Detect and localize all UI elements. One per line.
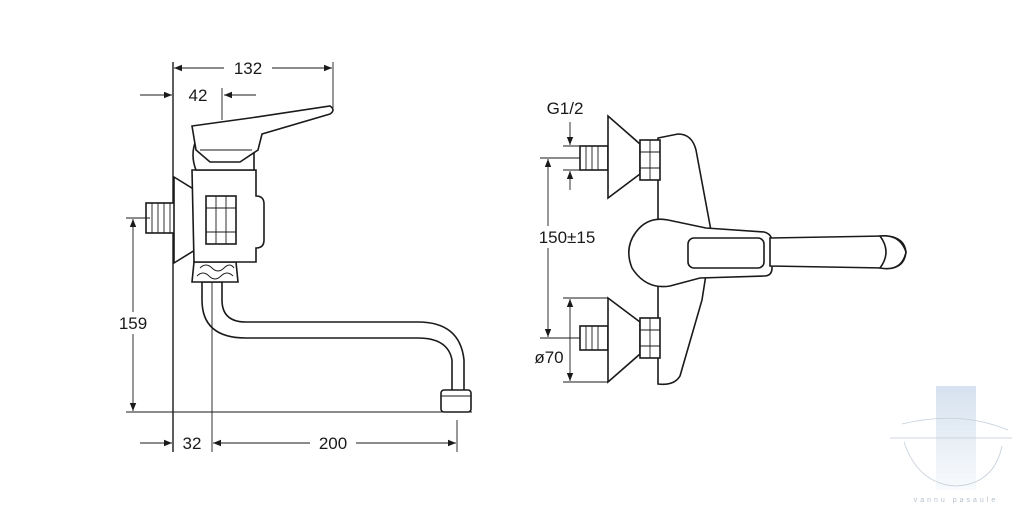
dim-wall-offset-label: 32	[183, 434, 202, 453]
lever-window	[687, 237, 765, 269]
dim-rosette-label: ø70	[534, 348, 563, 367]
dim-spout-reach-label: 200	[319, 434, 347, 453]
dim-height-label: 159	[119, 314, 147, 333]
watermark-logo: vannu pasaule	[890, 386, 1012, 504]
side-view: 132 42 159 32 200	[110, 56, 472, 454]
spout-aerator	[440, 389, 472, 413]
spout	[201, 281, 465, 393]
dim-thread-label: G1/2	[547, 99, 584, 118]
lower-rosette	[607, 296, 641, 384]
upper-rosette	[607, 114, 641, 200]
watermark-text: vannu pasaule	[914, 497, 999, 504]
dim-overall-width-label: 132	[234, 59, 262, 78]
upper-inlet-nipple	[579, 145, 609, 171]
front-view: G1/2 150±15 ø70	[526, 99, 907, 386]
lever-handle	[191, 105, 334, 163]
body-hex-nut	[205, 195, 237, 245]
dim-centers-label: 150±15	[539, 228, 596, 247]
lever-end-cap	[878, 235, 907, 270]
inlet-nipple	[145, 202, 177, 234]
watermark-arc	[890, 417, 1012, 487]
lower-inlet-nipple	[579, 325, 609, 351]
dim-lever-offset-label: 42	[189, 86, 208, 105]
